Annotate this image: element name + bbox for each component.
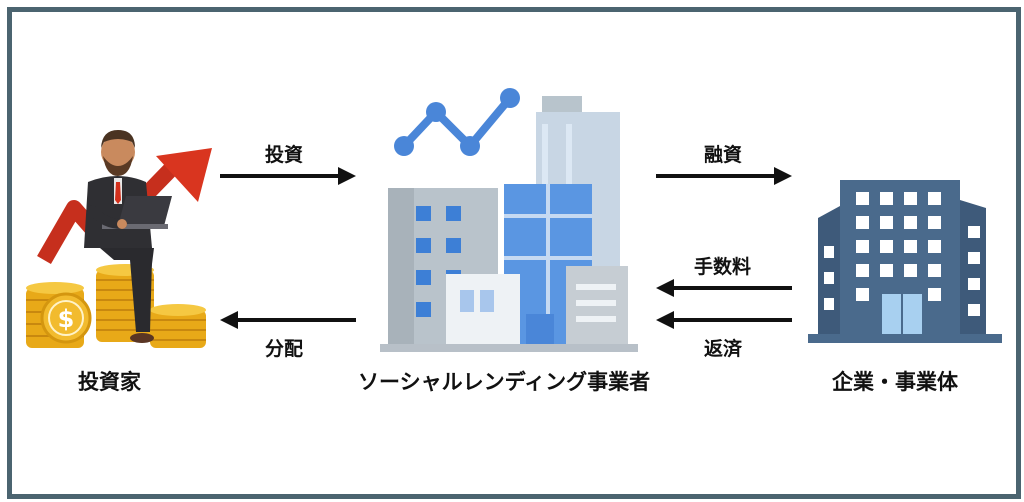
- investor-label: 投資家: [78, 370, 141, 394]
- invest-label: 投資: [265, 144, 304, 166]
- fee-arrow: [656, 279, 792, 297]
- lender-label: ソーシャルレンディング事業者: [358, 370, 651, 394]
- company-building-icon: [808, 180, 1002, 343]
- company-label: 企業・事業体: [832, 370, 958, 394]
- repayment-arrow: [656, 311, 792, 329]
- fee-label: 手数料: [694, 256, 752, 278]
- investor-icon: $: [26, 130, 212, 348]
- distribution-label: 分配: [265, 338, 304, 360]
- repayment-label: 返済: [704, 338, 743, 360]
- svg-text:$: $: [58, 305, 75, 333]
- distribution-arrow: [220, 311, 356, 329]
- loan-arrow: [656, 167, 792, 185]
- lender-buildings-icon: [380, 88, 638, 352]
- loan-label: 融資: [704, 144, 743, 166]
- invest-arrow: [220, 167, 356, 185]
